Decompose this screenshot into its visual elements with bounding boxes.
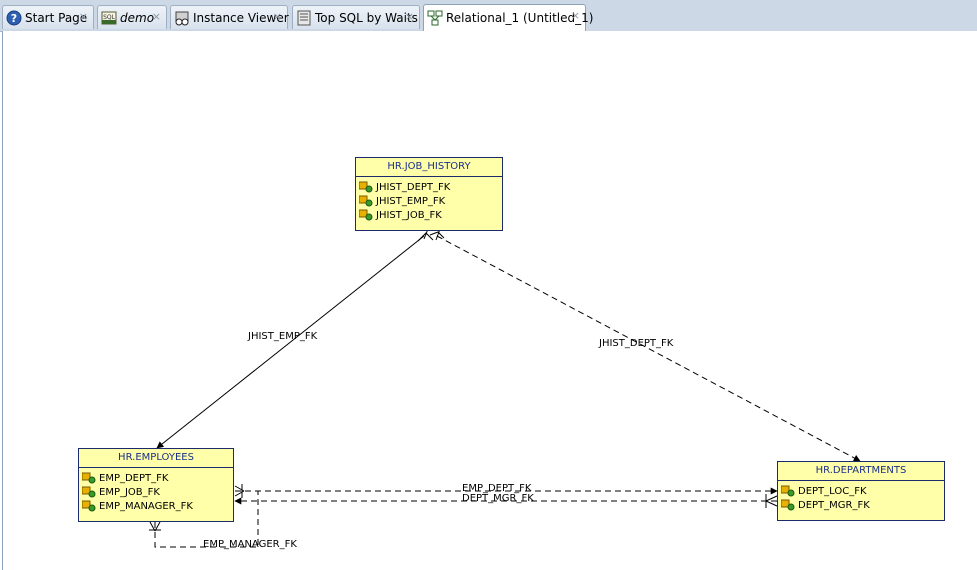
tab-start-page[interactable]: ? Start Page × — [2, 5, 94, 29]
entity-departments[interactable]: HR.DEPARTMENTS DEPT_LOC_FK DEPT_MGR_FK — [777, 461, 945, 521]
relationship-emp-manager[interactable] — [149, 491, 259, 548]
foreign-key-icon — [359, 209, 373, 221]
tab-demo[interactable]: SQL demo × — [97, 5, 167, 29]
entity-employees[interactable]: HR.EMPLOYEES EMP_DEPT_FK EMP_JOB_FK EMP_… — [78, 448, 234, 522]
fk-label: JHIST_DEPT_FK — [376, 181, 451, 193]
relationship-dept-mgr[interactable] — [234, 494, 778, 508]
svg-text:?: ? — [11, 12, 17, 25]
relationship-label-jhist-dept: JHIST_DEPT_FK — [599, 338, 674, 349]
tab-top-sql-by-waits[interactable]: Top SQL by Waits × — [292, 5, 420, 29]
tab-relational-1[interactable]: Relational_1 (Untitled_1) × — [423, 4, 593, 31]
relationship-label-emp-dept: EMP_DEPT_FK — [462, 483, 532, 494]
close-icon[interactable]: × — [404, 10, 414, 23]
tab-label: Relational_1 (Untitled_1) — [446, 11, 594, 25]
fk-row[interactable]: JHIST_DEPT_FK — [356, 180, 502, 194]
sql-worksheet-icon: SQL — [101, 11, 117, 24]
close-icon[interactable]: × — [272, 10, 282, 23]
editor-tab-bar: ? Start Page × SQL demo × Instance Viewe… — [0, 0, 977, 32]
fk-row[interactable]: JHIST_JOB_FK — [356, 208, 502, 222]
foreign-key-icon — [82, 500, 96, 512]
fk-row[interactable]: JHIST_EMP_FK — [356, 194, 502, 208]
fk-row[interactable]: DEPT_MGR_FK — [778, 498, 944, 512]
fk-row[interactable]: EMP_MANAGER_FK — [79, 499, 233, 513]
entity-title: HR.JOB_HISTORY — [356, 158, 502, 177]
tab-label: demo — [120, 10, 155, 25]
foreign-key-icon — [359, 195, 373, 207]
fk-label: DEPT_MGR_FK — [798, 499, 870, 511]
close-icon[interactable]: × — [78, 10, 88, 23]
foreign-key-icon — [781, 485, 795, 497]
foreign-key-icon — [781, 499, 795, 511]
fk-row[interactable]: EMP_JOB_FK — [79, 485, 233, 499]
tab-instance-viewer[interactable]: Instance Viewer × — [170, 5, 289, 29]
entity-job-history[interactable]: HR.JOB_HISTORY JHIST_DEPT_FK JHIST_EMP_F… — [355, 157, 503, 231]
relationship-label-jhist-emp: JHIST_EMP_FK — [248, 331, 318, 342]
relationship-label-emp-manager: EMP_MANAGER_FK — [203, 539, 297, 550]
entity-title: HR.EMPLOYEES — [79, 449, 233, 468]
relational-model-icon — [427, 10, 443, 26]
entity-title: HR.DEPARTMENTS — [778, 462, 944, 481]
fk-label: EMP_DEPT_FK — [99, 472, 169, 484]
close-icon[interactable]: × — [570, 9, 580, 22]
help-icon: ? — [6, 10, 22, 25]
fk-row[interactable]: DEPT_LOC_FK — [778, 484, 944, 498]
fk-label: JHIST_JOB_FK — [376, 209, 442, 221]
tab-label: Top SQL by Waits — [315, 10, 418, 25]
relationship-emp-dept[interactable] — [234, 484, 778, 498]
foreign-key-icon — [359, 181, 373, 193]
tab-label: Start Page — [25, 10, 88, 25]
svg-text:SQL: SQL — [103, 14, 116, 21]
fk-row[interactable]: EMP_DEPT_FK — [79, 471, 233, 485]
foreign-key-icon — [82, 486, 96, 498]
relationship-label-dept-mgr: DEPT_MGR_FK — [462, 493, 534, 504]
fk-label: DEPT_LOC_FK — [798, 485, 867, 497]
tab-label: Instance Viewer — [193, 10, 289, 25]
foreign-key-icon — [82, 472, 96, 484]
fk-label: JHIST_EMP_FK — [376, 195, 446, 207]
close-icon[interactable]: × — [151, 10, 161, 23]
instance-viewer-icon — [175, 11, 189, 25]
fk-label: EMP_MANAGER_FK — [99, 500, 193, 512]
fk-label: EMP_JOB_FK — [99, 486, 160, 498]
report-icon — [297, 10, 311, 25]
